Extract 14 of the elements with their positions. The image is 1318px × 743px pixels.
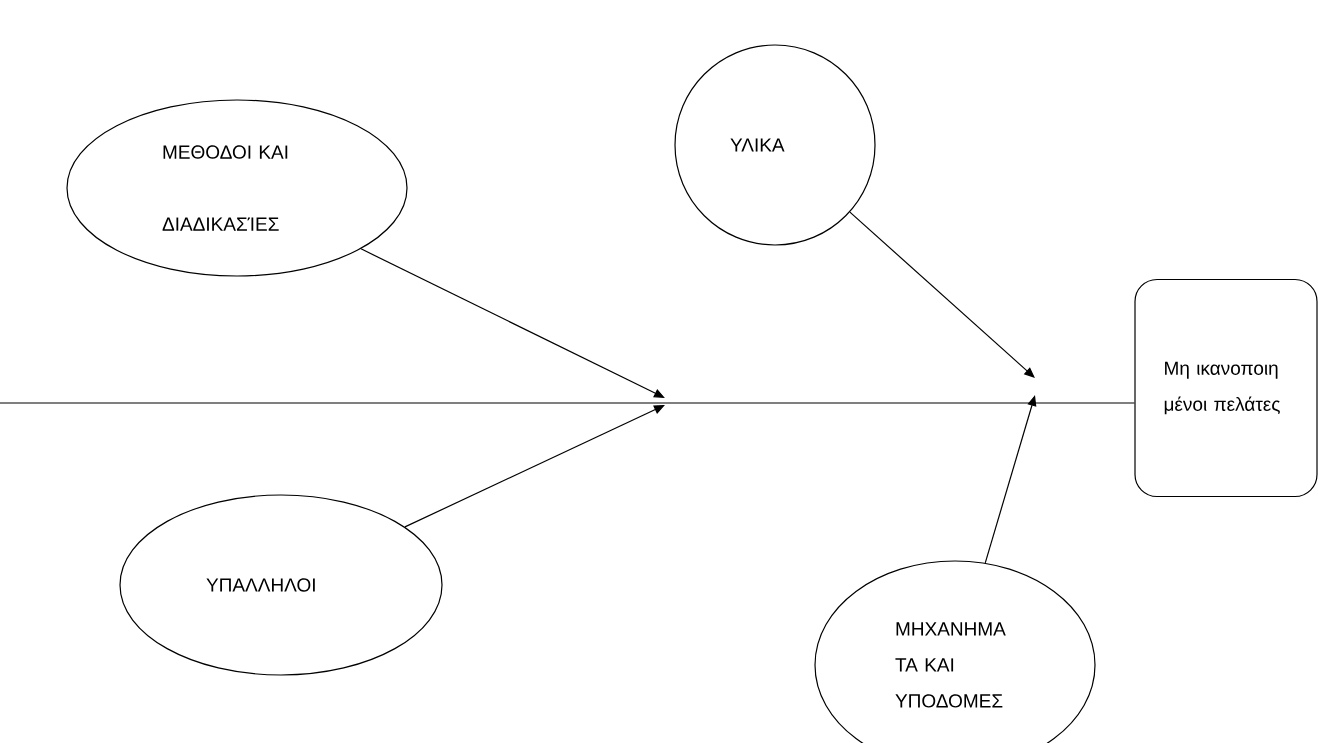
circle <box>674 44 876 246</box>
spine-line <box>0 402 1135 404</box>
arrow <box>849 211 1035 378</box>
node-text: ΜΕΘΟΔΟΙ ΚΑΙ ΔΙΑΔΙΚΑΣΊΕΣ <box>162 145 288 231</box>
node-text: ΥΠΑΛΛΗΛΟΙ <box>206 578 315 592</box>
rounded-box <box>1134 278 1318 498</box>
arrow <box>984 395 1037 564</box>
ellipse <box>119 494 443 676</box>
arrow <box>404 405 665 528</box>
node-text: ΜΗΧΑΝΗΜΑ ΤΑ ΚΑΙ ΥΠΟΔΟΜΕΣ <box>895 622 1006 708</box>
node-text: ΥΛΙΚΑ <box>730 138 785 152</box>
node-text: Μη ικανοποιη μένοι πελάτες <box>1164 361 1280 415</box>
arrow <box>360 248 665 398</box>
ellipse <box>66 99 408 277</box>
